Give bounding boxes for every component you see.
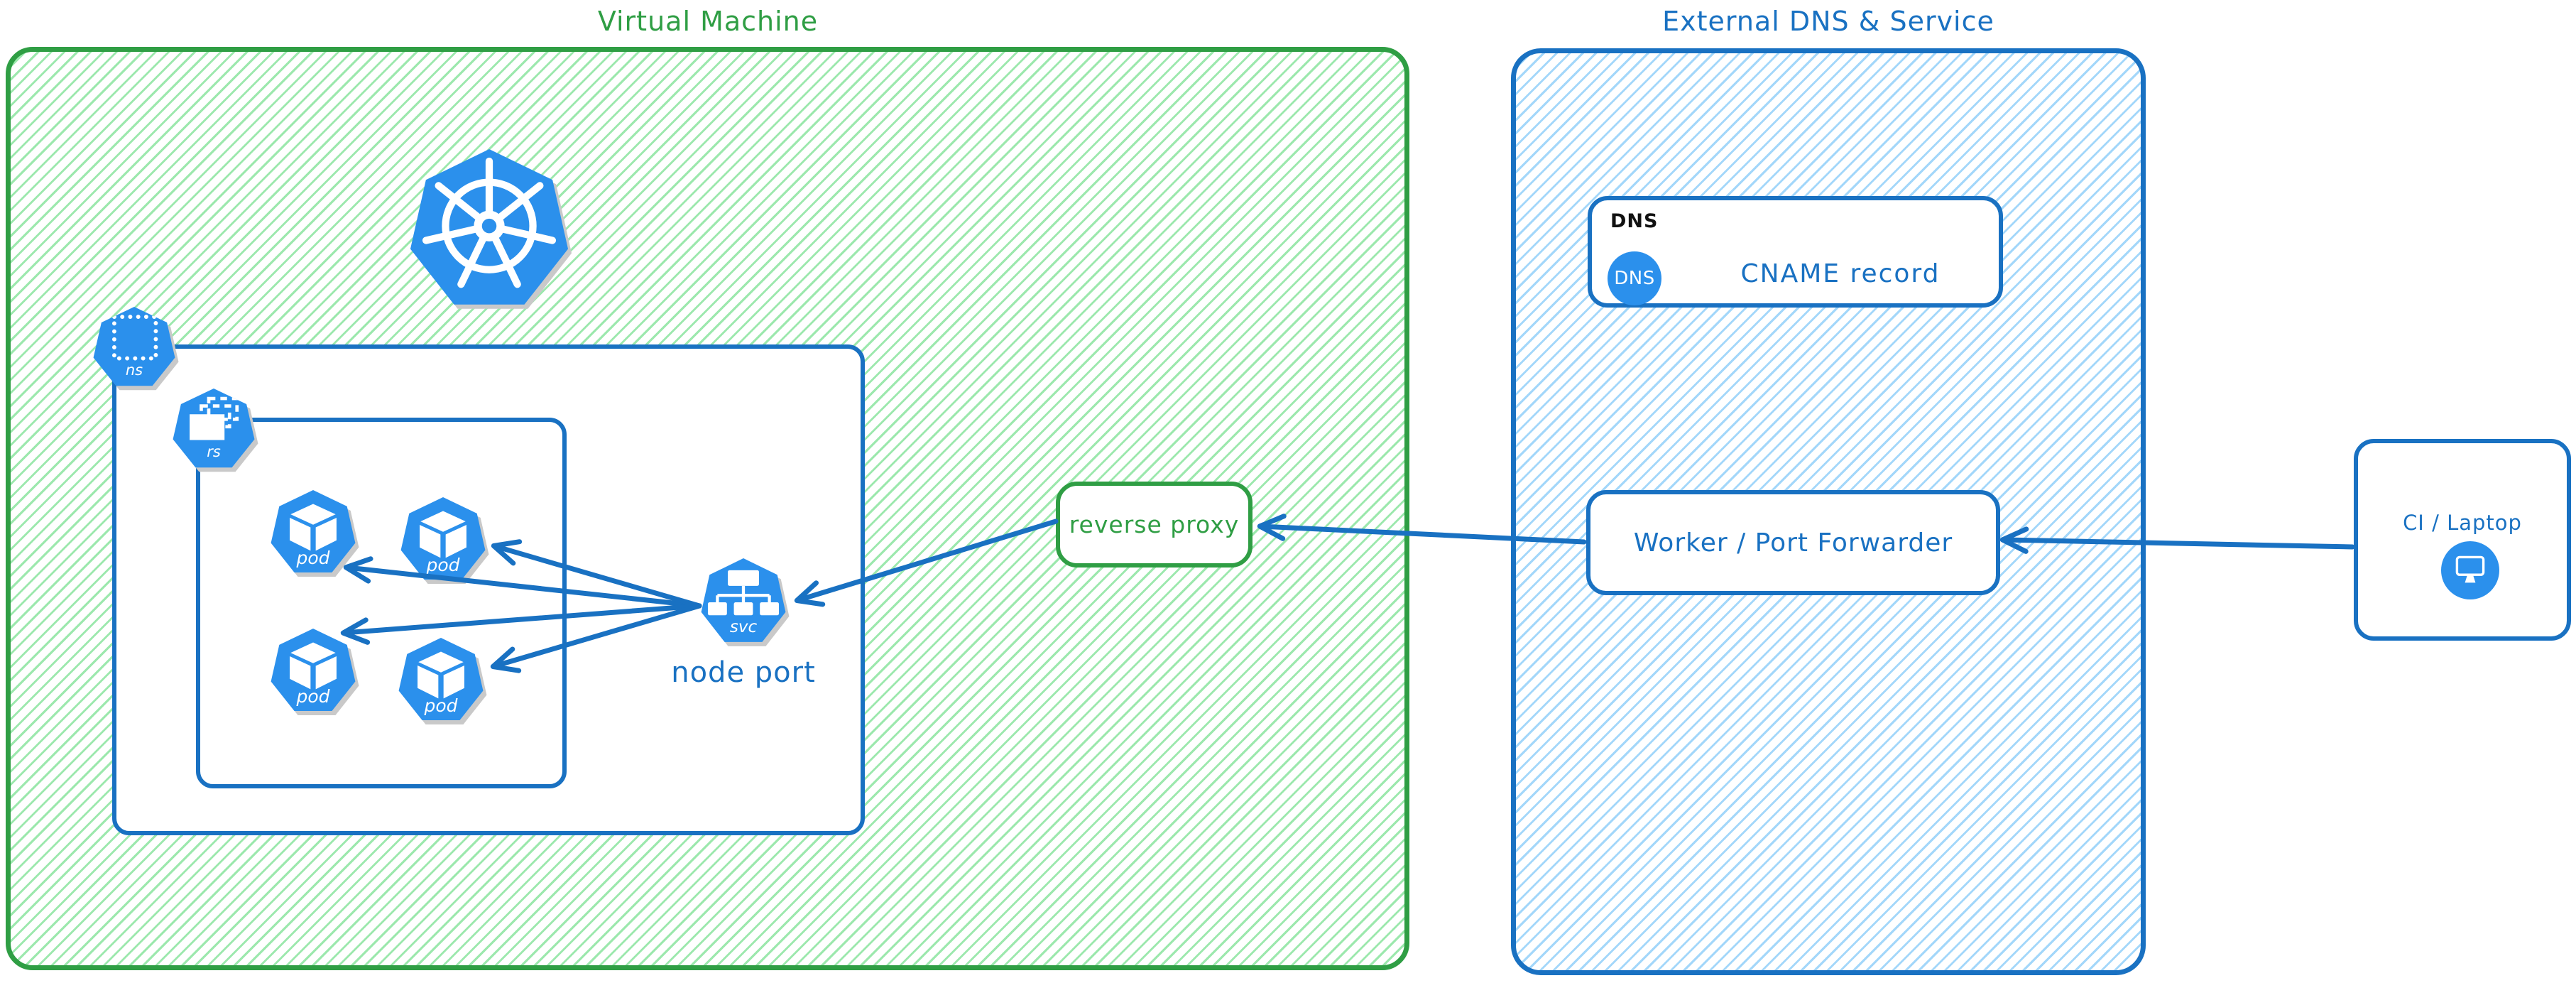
reverse-proxy-box: reverse proxy bbox=[1056, 482, 1252, 567]
pod-heptagon: pod bbox=[271, 629, 356, 712]
cube-icon bbox=[290, 642, 337, 690]
replicaset-heptagon: rs bbox=[173, 389, 255, 468]
service-heptagon: svc bbox=[701, 558, 786, 642]
dotted-square-icon bbox=[111, 315, 158, 361]
replicaset-box bbox=[196, 418, 567, 788]
pod-icon-label: pod bbox=[296, 548, 330, 568]
pod-icon-1: pod bbox=[270, 490, 356, 577]
cname-record-box: DNS DNS CNAME record bbox=[1588, 196, 2003, 308]
namespace-heptagon: ns bbox=[93, 307, 175, 386]
ci-laptop-box: CI / Laptop bbox=[2354, 439, 2571, 641]
dns-icon: DNS bbox=[1608, 251, 1661, 305]
pod-icon-2: pod bbox=[400, 497, 486, 584]
pod-icon-4: pod bbox=[398, 638, 484, 724]
service-icon-label: svc bbox=[729, 618, 758, 636]
worker-port-forwarder-box: Worker / Port Forwarder bbox=[1586, 490, 2000, 595]
cname-record-label: CNAME record bbox=[1740, 259, 1941, 288]
pod-icon-3: pod bbox=[270, 629, 356, 715]
monitor-icon bbox=[2441, 541, 2499, 599]
cube-icon bbox=[420, 511, 466, 558]
dns-group-label: DNS bbox=[1610, 210, 1659, 232]
pod-icon-label: pod bbox=[426, 555, 460, 575]
kubernetes-icon bbox=[408, 149, 570, 313]
pod-heptagon: pod bbox=[398, 638, 484, 721]
service-icon: svc bbox=[700, 558, 787, 646]
kubernetes-wheel-icon bbox=[422, 157, 557, 288]
node-port-label: node port bbox=[671, 656, 816, 689]
kubernetes-heptagon bbox=[410, 149, 569, 305]
pod-heptagon: pod bbox=[400, 497, 486, 580]
cube-icon bbox=[417, 651, 464, 699]
namespace-icon: ns bbox=[92, 307, 176, 390]
dns-icon-label: DNS bbox=[1614, 268, 1655, 289]
namespace-icon-label: ns bbox=[125, 362, 143, 379]
service-tree-icon bbox=[707, 570, 780, 616]
external-dns-title: External DNS & Service bbox=[1662, 6, 1994, 37]
pod-heptagon: pod bbox=[271, 490, 356, 573]
replicaset-icon-label: rs bbox=[207, 443, 221, 460]
pod-icon-label: pod bbox=[296, 686, 330, 707]
replicaset-icon: rs bbox=[172, 389, 256, 472]
monitor-glyph bbox=[2455, 555, 2485, 583]
ci-laptop-label: CI / Laptop bbox=[2403, 511, 2522, 535]
reverse-proxy-label: reverse proxy bbox=[1069, 511, 1240, 538]
worker-port-forwarder-label: Worker / Port Forwarder bbox=[1633, 528, 1953, 558]
virtual-machine-title: Virtual Machine bbox=[597, 6, 819, 37]
cube-icon bbox=[290, 504, 337, 551]
layered-rects-icon bbox=[190, 396, 239, 440]
pod-icon-label: pod bbox=[424, 695, 458, 716]
